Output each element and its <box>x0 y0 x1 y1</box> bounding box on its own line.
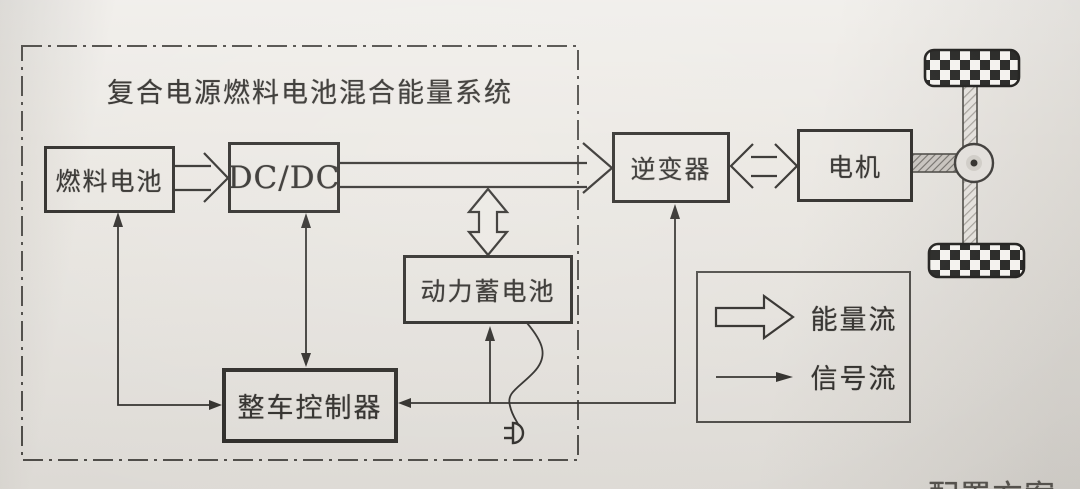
block-vehicle-controller: 整车控制器 <box>222 368 398 443</box>
signal-bus-controller-battery-inverter <box>398 204 680 408</box>
block-fuel-cell: 燃料电池 <box>44 146 175 213</box>
energy-arrow-fuelcell-to-dcdc <box>174 152 230 203</box>
charging-plug-icon <box>504 421 525 445</box>
charging-cable <box>504 322 544 445</box>
block-inverter: 逆变器 <box>612 132 730 203</box>
axle-assembly <box>911 48 1026 279</box>
rear-wheel-icon <box>927 242 1026 279</box>
legend-energy-flow-label: 能量流 <box>810 304 898 336</box>
block-motor: 电机 <box>797 129 913 202</box>
legend-signal-flow-arrow-icon <box>716 372 793 382</box>
legend-signal-flow-label: 信号流 <box>810 363 898 395</box>
system-box-title: 复合电源燃料电池混合能量系统 <box>107 77 513 109</box>
differential-icon <box>953 142 995 184</box>
energy-channel-dcdc-to-inverter <box>340 142 614 194</box>
signal-line-fuelcell-controller <box>113 212 222 410</box>
legend-energy-flow-arrow-icon <box>714 293 795 341</box>
motor-shaft <box>911 153 961 173</box>
block-dcdc-converter: DC/DC <box>228 142 340 213</box>
block-power-battery: 动力蓄电池 <box>403 255 573 324</box>
energy-arrow-battery-bus <box>466 187 510 257</box>
front-wheel-icon <box>923 48 1021 88</box>
energy-arrow-inverter-motor <box>729 143 799 189</box>
system-boundary-box <box>21 45 579 461</box>
legend-box <box>696 271 911 423</box>
figure-caption-cutoff: 配置方案 <box>928 473 1056 489</box>
signal-line-dcdc-controller <box>301 213 311 367</box>
